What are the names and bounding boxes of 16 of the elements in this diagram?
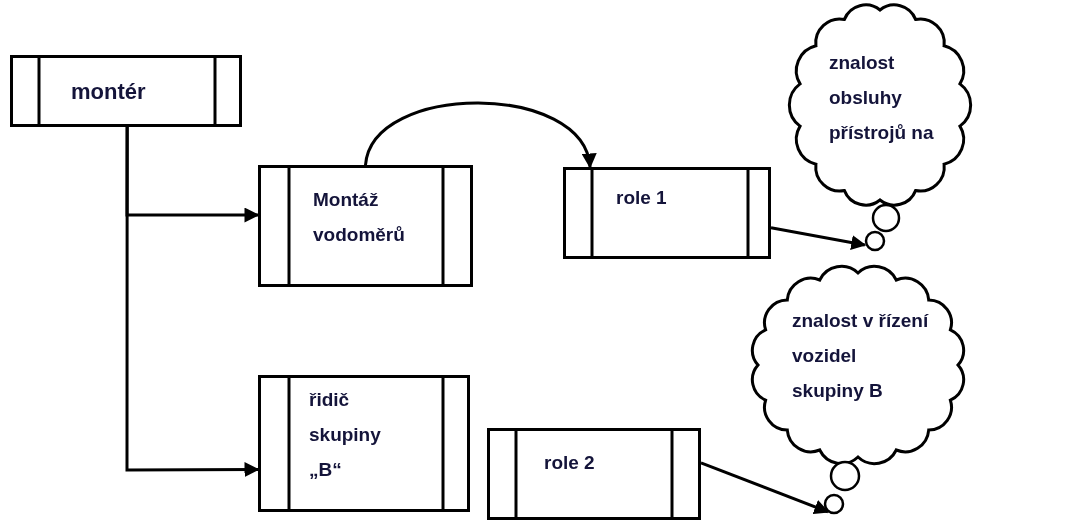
process-box bbox=[563, 167, 771, 259]
process-box bbox=[258, 165, 473, 287]
process-box bbox=[487, 428, 701, 520]
arrow bbox=[770, 226, 867, 250]
arrow bbox=[125, 127, 260, 478]
box-label: řidič skupiny „B“ bbox=[309, 388, 382, 483]
cloud-text: znalost v řízení vozidel skupiny B bbox=[792, 309, 930, 404]
box-label: role 1 bbox=[616, 186, 668, 210]
box-label: role 2 bbox=[544, 451, 596, 475]
arrow bbox=[364, 101, 594, 169]
process-box bbox=[258, 375, 470, 512]
box-label: montér bbox=[71, 78, 147, 106]
arrow bbox=[700, 461, 830, 514]
box-label: Montáž vodoměrů bbox=[313, 188, 406, 248]
process-box bbox=[10, 55, 242, 127]
cloud-text: znalost obsluhy přístrojů na bbox=[829, 51, 935, 146]
